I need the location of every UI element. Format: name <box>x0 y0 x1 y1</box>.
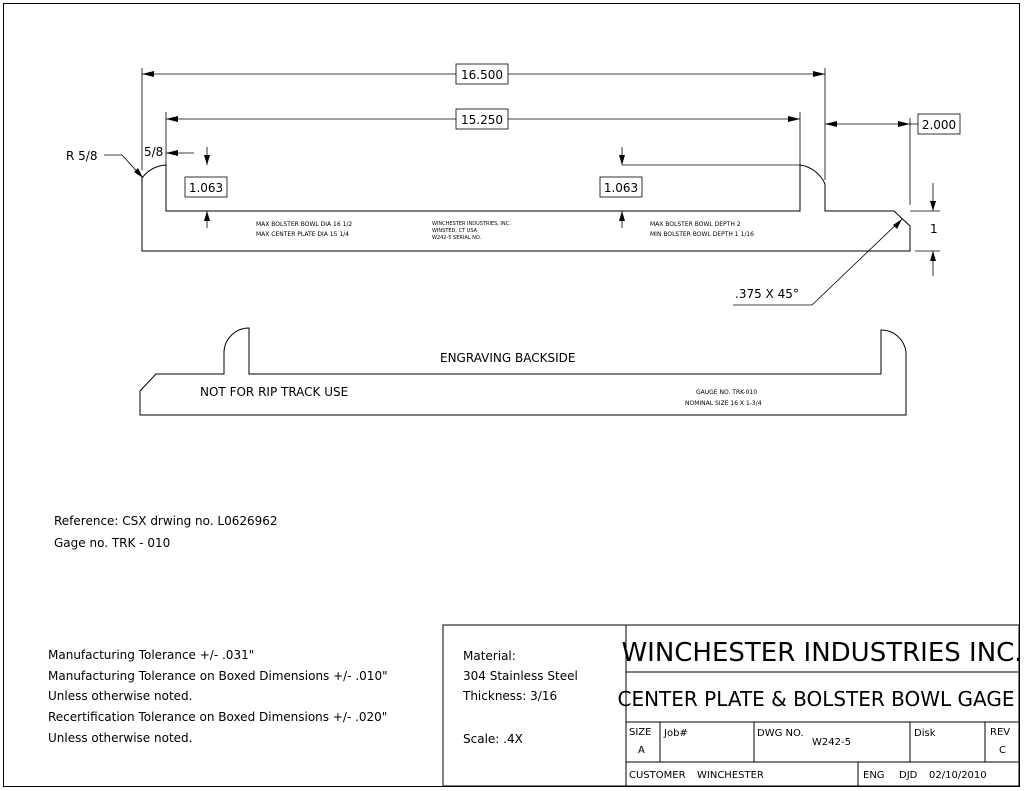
customer-label: CUSTOMER <box>629 770 686 781</box>
chamfer-callout: .375 X 45° <box>733 218 903 306</box>
dim-height: 1 <box>910 183 940 276</box>
tolerance-line: Manufacturing Tolerance on Boxed Dimensi… <box>48 669 388 683</box>
height-value: 1 <box>930 222 938 236</box>
dwg-label: DWG NO. <box>757 728 804 739</box>
backside-gauge-no: GAUGE NO. TRK-010 <box>696 389 757 396</box>
drawing-date: 02/10/2010 <box>929 770 987 781</box>
customer-value: WINCHESTER <box>697 770 764 781</box>
engraving-left-line1: MAX BOLSTER BOWL DIA 16 1/2 <box>256 221 352 228</box>
part-profile <box>141 164 911 252</box>
rev-value: C <box>999 745 1006 756</box>
material-value: 304 Stainless Steel <box>463 669 578 683</box>
size-value: A <box>638 745 645 756</box>
engraving-right-line2: MIN BOLSTER BOWL DEPTH 1 1/16 <box>650 231 754 238</box>
end-width-value: 2.000 <box>922 118 956 132</box>
backside-profile <box>139 327 907 416</box>
eng-label: ENG <box>863 770 885 781</box>
chamfer-value: .375 X 45° <box>735 287 799 301</box>
tolerance-line: Unless otherwise noted. <box>48 731 192 745</box>
engraving-mid-line1: WINCHESTER INDUSTRIES, INC. <box>432 221 511 227</box>
eng-value: DJD <box>899 770 918 781</box>
radius-offset-value: 5/8 <box>144 145 163 159</box>
job-label: Job# <box>663 728 688 739</box>
part-name: CENTER PLATE & BOLSTER BOWL GAGE <box>617 687 1014 711</box>
dim-inner-length: 15.250 <box>165 108 801 165</box>
dim-left-depth: 1.063 <box>184 147 228 228</box>
left-depth-value: 1.063 <box>189 181 223 195</box>
engraving-mid-line2: WINSTED, CT USA <box>432 228 478 234</box>
dim-right-depth: 1.063 <box>599 147 800 228</box>
right-depth-value: 1.063 <box>604 181 638 195</box>
size-label: SIZE <box>629 727 651 738</box>
dwg-value: W242-5 <box>812 737 851 748</box>
backside-warning: NOT FOR RIP TRACK USE <box>200 385 348 399</box>
engraving-mid-line3: W242-5 SERIAL NO. <box>432 235 482 241</box>
company-name: WINCHESTER INDUSTRIES INC. <box>621 638 1022 668</box>
engraving-right-line1: MAX BOLSTER BOWL DEPTH 2 <box>650 221 741 228</box>
tolerance-line: Manufacturing Tolerance +/- .031" <box>48 648 254 662</box>
reference-line1: Reference: CSX drwing no. L0626962 <box>54 514 278 528</box>
inner-length-value: 15.250 <box>461 113 503 127</box>
backside-title: ENGRAVING BACKSIDE <box>440 351 575 365</box>
disk-label: Disk <box>914 728 936 739</box>
tolerance-line: Recertification Tolerance on Boxed Dimen… <box>48 710 387 724</box>
tolerance-line: Unless otherwise noted. <box>48 689 192 703</box>
material-thickness: Thickness: 3/16 <box>462 689 557 703</box>
reference-line2: Gage no. TRK - 010 <box>54 536 170 550</box>
dim-end-width: 2.000 <box>825 113 961 205</box>
radius-callout: R 5/8 <box>66 149 144 179</box>
engraving-left-line2: MAX CENTER PLATE DIA 15 1/4 <box>256 231 349 238</box>
radius-label: R 5/8 <box>66 149 97 163</box>
top-engraving: MAX BOLSTER BOWL DIA 16 1/2 MAX CENTER P… <box>256 221 754 241</box>
rev-label: REV <box>990 727 1010 738</box>
tolerance-notes: Manufacturing Tolerance +/- .031" Manufa… <box>48 648 388 745</box>
material-label: Material: <box>463 649 516 663</box>
backside-nominal-size: NOMINAL SIZE 16 X 1-3/4 <box>685 400 762 407</box>
dim-overall-length: 16.500 <box>141 63 826 180</box>
overall-length-value: 16.500 <box>461 68 503 82</box>
drawing-scale: Scale: .4X <box>463 732 523 746</box>
title-block: Material: 304 Stainless Steel Thickness:… <box>442 624 1023 787</box>
radius-offset-callout: 5/8 <box>144 145 194 159</box>
